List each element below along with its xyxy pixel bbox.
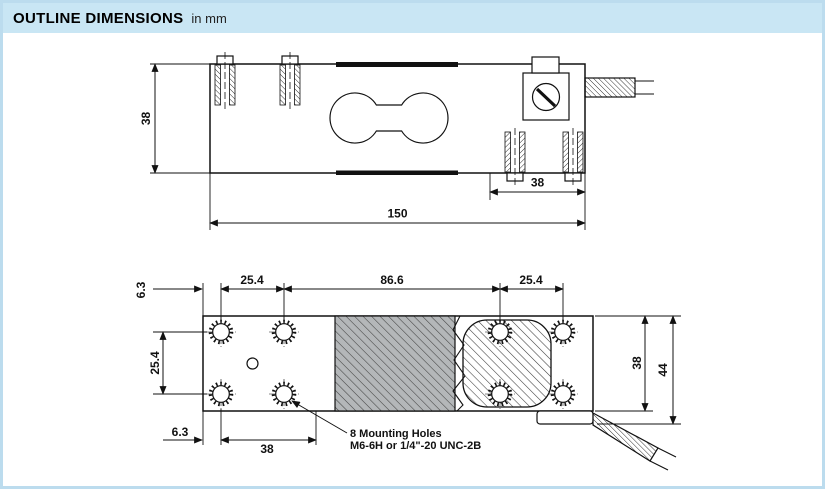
break-line [452,315,466,412]
technical-drawing: 38 150 38 [134,51,681,471]
mounting-holes-note: 8 Mounting Holes M6-6H or 1/4"-20 UNC-2B [291,400,481,452]
dim-length-150: 150 [209,173,586,230]
center-hole [246,357,259,370]
screw-block [522,56,570,121]
dim-label-length: 150 [387,207,407,221]
gauge-section-hatch [334,315,456,412]
gauge-cover-top [336,62,458,67]
dim-chain-bottom: 6.3 38 [163,409,317,456]
dim-pitch-side: 25.4 [148,331,207,395]
cable-clamp [536,410,594,425]
page-subtitle: in mm [191,10,227,26]
dogbone-cutout [329,92,449,144]
dim-label-right-span: 38 [531,176,545,190]
dim-label-edge-bottom: 6.3 [172,425,189,439]
cable-top-view [584,77,654,98]
dim-label-body-height: 38 [630,356,644,370]
bottom-view: 6.3 25.4 86.6 25.4 25.4 6.3 38 [134,273,681,471]
dim-label-pitch-left: 25.4 [240,273,264,287]
dim-height-38: 38 [139,63,210,174]
dim-label-edge-top: 6.3 [134,281,148,298]
note-line2: M6-6H or 1/4"-20 UNC-2B [350,440,481,452]
dim-label-center: 86.6 [380,273,404,287]
note-line1: 8 Mounting Holes [350,428,442,440]
header-bar: OUTLINE DIMENSIONS in mm [3,3,822,33]
potting-area [462,319,552,408]
cable-bottom-view [592,411,677,471]
dim-label-total-height: 44 [656,363,670,377]
dim-label-height: 38 [139,112,153,126]
dim-chain-top: 6.3 25.4 86.6 25.4 [134,273,564,321]
page-title: OUTLINE DIMENSIONS [13,9,184,27]
dim-label-pitch-side: 25.4 [148,351,162,375]
dim-label-pitch-right: 25.4 [519,273,543,287]
dim-right-span-38: 38 [489,173,586,200]
gauge-cover-bottom [336,170,458,175]
dim-heights-right: 38 44 [595,315,681,425]
top-view: 38 150 38 [139,51,654,230]
dim-label-hole-span: 38 [260,442,274,456]
